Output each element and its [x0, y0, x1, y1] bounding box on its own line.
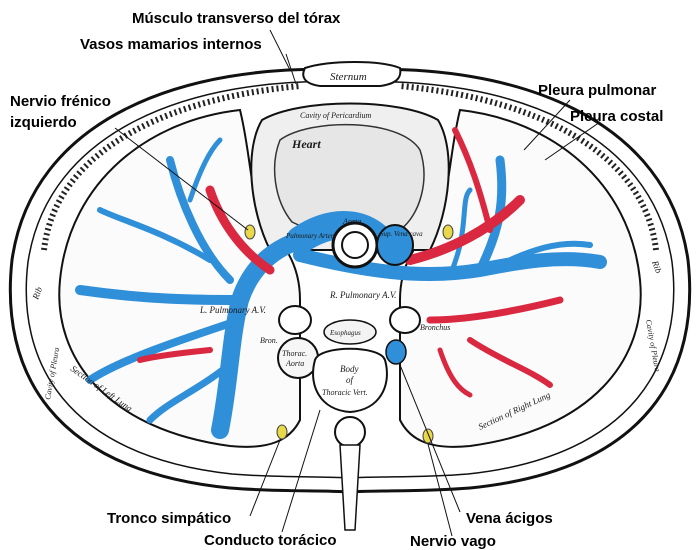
engr-heart: Heart [291, 137, 321, 151]
label-pleura-costal: Pleura costal [570, 108, 664, 125]
label-tronco-simpatico: Tronco simpático [107, 510, 232, 527]
engr-r-pulmonary-av: R. Pulmonary A.V. [329, 290, 397, 300]
label-vena-acigos: Vena ácigos [466, 510, 553, 527]
right-bronchus [389, 306, 421, 334]
label-nervio-frenico-line2: izquierdo [10, 114, 77, 131]
engr-body-2: of [346, 375, 355, 385]
label-conducto-toracico: Conducto torácico [204, 532, 337, 549]
engr-sternum: Sternum [330, 71, 367, 83]
esophagus [323, 319, 377, 345]
leader-lines [114, 29, 601, 537]
leader-pleura-costal [544, 121, 601, 161]
engr-l-pulmonary-av: L. Pulmonary A.V. [199, 305, 266, 315]
engr-cavity-pericardium: Cavity of Pericardium [300, 111, 371, 120]
sympathetic-trunk-mark [276, 424, 288, 440]
label-nervio-frenico-line1: Nervio frénico [10, 93, 111, 110]
spinous-process [339, 444, 361, 531]
superior-vena-cava [376, 224, 414, 266]
right-phrenic-nerve-mark [442, 224, 454, 240]
leader-nervio-vago [427, 443, 453, 537]
leader-vena-acigos [399, 364, 461, 513]
leader-conducto-toracico [281, 409, 321, 533]
vertebral-canal [334, 416, 366, 448]
label-musculo-transverso: Músculo transverso del tórax [132, 10, 341, 27]
thoracic-vertebra [312, 347, 388, 414]
engr-rib-right: Rib [650, 258, 664, 275]
label-vasos-mamarios: Vasos mamarios internos [80, 36, 262, 53]
leader-pleura-pulmonar [523, 99, 571, 151]
azygos-vein [385, 339, 407, 365]
right-rib-band [399, 83, 659, 251]
engr-pulmonary-artery: Pulmonary Artery [285, 232, 338, 240]
pulmonary-veins [137, 127, 564, 398]
leader-vasos-mamarios [285, 53, 297, 85]
engr-bronchus-right: Bronchus [420, 323, 450, 332]
engr-aorta: Aorta [342, 217, 361, 226]
engr-bronchus-left: Bron. [260, 336, 278, 345]
engr-rib-left: Rib [30, 285, 44, 302]
left-pulmonary-artery-tree [75, 137, 309, 439]
left-rib-band [41, 83, 301, 251]
engr-thoracic-aorta-1: Thorac. [282, 349, 307, 358]
leader-nervio-frenico [114, 127, 249, 231]
left-phrenic-nerve-mark [244, 224, 256, 240]
engr-sup-vena-cava: Sup. Vena cava [380, 230, 423, 238]
leader-tronco-simpatico [249, 439, 281, 517]
label-pleura-pulmonar: Pleura pulmonar [538, 82, 657, 99]
engr-esophagus: Esophagus [329, 329, 361, 337]
sternum [302, 61, 402, 87]
engr-body-3: Thoracic Vert. [322, 388, 368, 397]
engr-body-1: Body [340, 364, 359, 374]
ascending-aorta-lumen [341, 231, 369, 259]
leader-musculo-transverso [269, 29, 291, 71]
label-nervio-vago: Nervio vago [410, 533, 496, 550]
left-bronchus [278, 305, 312, 335]
engr-thoracic-aorta-2: Aorta [285, 359, 304, 368]
